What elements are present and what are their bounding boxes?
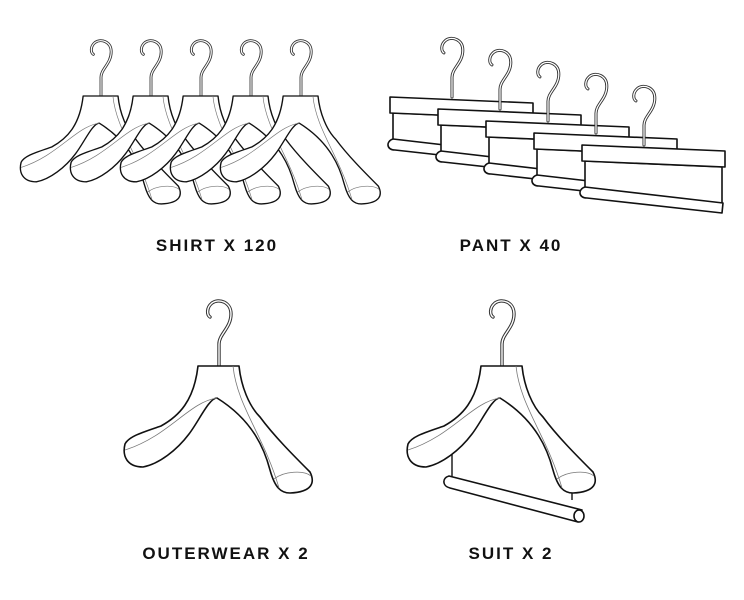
- suit-hanger-icon: [407, 301, 595, 523]
- pant-hanger-icon: [580, 86, 725, 213]
- pant-label: PANT X 40: [460, 236, 563, 255]
- suit-label: SUIT X 2: [469, 544, 554, 563]
- shirt-label: SHIRT X 120: [156, 236, 278, 255]
- pant-hangers: [388, 38, 725, 213]
- outerwear-hanger-icon: [124, 301, 312, 493]
- outerwear-label: OUTERWEAR X 2: [142, 544, 309, 563]
- shirt-hangers: [20, 41, 380, 204]
